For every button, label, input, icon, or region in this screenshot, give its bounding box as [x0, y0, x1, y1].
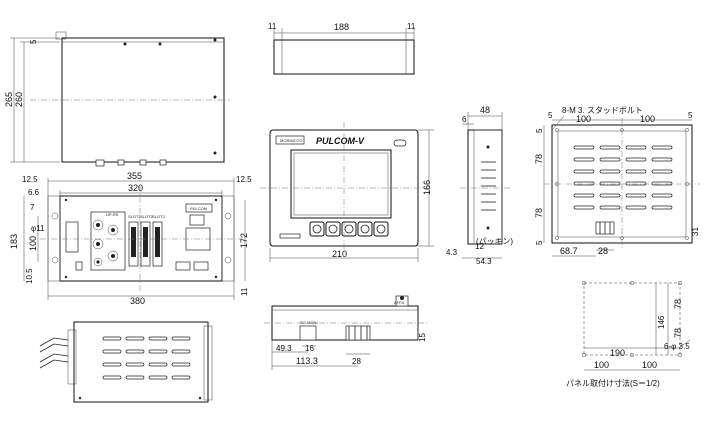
dim-front-100: 100: [28, 236, 38, 251]
dim-rear-31: 31: [691, 227, 700, 236]
dim-front-380: 380: [130, 296, 145, 306]
dim-front-183: 183: [9, 234, 19, 249]
panel-top-strip: 11 188 11: [268, 22, 416, 75]
dim-front-355: 355: [127, 171, 142, 181]
panel-cutout-view: 146 78 78 190 6-φ 3.5 100 100 パネル取付け寸法(S…: [566, 280, 690, 388]
dim-panel-210: 210: [332, 249, 347, 259]
dim-top-260: 260: [14, 92, 24, 107]
dim-rear-100-left: 100: [576, 114, 591, 124]
dim-side-6: 6: [462, 115, 467, 124]
rear-vent-slots: [573, 145, 673, 210]
stud-note: 8-M 3. スタッドボルト: [562, 106, 643, 115]
dim-top-5: 5: [29, 39, 38, 44]
dim-bottom-28: 28: [352, 357, 361, 366]
side-view: [39, 321, 213, 403]
dim-front-12-5-left: 12.5: [22, 175, 38, 184]
dim-side-12: 12: [475, 242, 484, 251]
label-slot3: SLOT3: [152, 214, 165, 219]
dim-side-48: 48: [480, 105, 490, 115]
label-up-rs: UP-RS: [106, 212, 119, 217]
label-slot1: SLOT1: [128, 214, 141, 219]
dim-cutout-190: 190: [610, 348, 625, 358]
dim-side-54-3: 54.3: [476, 257, 492, 266]
logo-morimoto: MORIMOTO: [280, 138, 302, 143]
dim-bottom-15: 15: [418, 333, 427, 342]
dim-rear-78-bottom: 78: [534, 208, 544, 218]
dim-strip-11-left: 11: [268, 22, 277, 31]
panel-front-view: MORIMOTO PULCOM-V 166 210: [260, 122, 434, 262]
panel-buttons: [309, 221, 389, 237]
label-pulcom: PULCOM: [190, 206, 207, 211]
dim-bottom-49-3: 49.3: [276, 344, 292, 353]
dim-front-6-6: 6.6: [28, 188, 40, 197]
dim-side-4-3: 4.3: [446, 248, 458, 257]
dim-front-320: 320: [128, 183, 143, 193]
dim-rear-100-right: 100: [640, 114, 655, 124]
dim-panel-166: 166: [422, 180, 432, 195]
dim-rear-78-top: 78: [534, 154, 544, 164]
dim-rear-68-7: 68.7: [560, 246, 578, 256]
dim-strip-11-right: 11: [407, 22, 416, 31]
dim-bottom-16: 16: [305, 344, 314, 353]
dim-rear-28: 28: [598, 246, 608, 256]
dim-front-7: 7: [30, 203, 35, 212]
brand-pulcom-v: PULCOM-V: [316, 136, 365, 146]
bottom-view: SG-MONI AFFA 49.3 16 15 113.3 28: [264, 295, 428, 370]
dim-rear-5-top-left: 5: [548, 111, 553, 120]
dim-cutout-100-left: 100: [594, 360, 609, 370]
dim-front-172: 172: [239, 233, 249, 248]
dim-front-12-5-right: 12.5: [236, 175, 252, 184]
front-view: UP-RS SLOT1 SLOT2 SLOT3 PULCOM 12.5 355 …: [9, 171, 252, 306]
dim-cutout-146: 146: [657, 315, 666, 329]
dim-cutout-78-bottom: 78: [673, 328, 683, 338]
dim-rear-5-left-top: 5: [535, 128, 544, 133]
dim-cutout-100-right: 100: [642, 360, 657, 370]
dim-front-hole: φ11: [31, 224, 45, 233]
dim-cutout-78-top: 78: [673, 299, 683, 309]
dim-front-11: 11: [240, 287, 249, 296]
cutout-title: パネル取付け寸法(S＝1/2): [566, 378, 660, 388]
label-slot2: SLOT2: [140, 214, 153, 219]
label-sg-moni: SG-MONI: [300, 320, 318, 325]
dim-strip-188: 188: [334, 22, 349, 32]
dim-cutout-holes: 6-φ 3.5: [664, 342, 690, 351]
label-affa: AFFA: [394, 300, 404, 305]
dim-rear-5-left-bottom: 5: [535, 240, 544, 245]
dim-bottom-113-3: 113.3: [296, 356, 318, 366]
dim-top-265: 265: [4, 92, 14, 107]
packing-label: (パッキン): [476, 237, 513, 246]
top-view: 5 265 260: [4, 31, 230, 167]
dim-rear-5-top-right: 5: [688, 111, 693, 120]
side-panel-view: 48 6 12 4.3 54.3 (パッキン): [446, 105, 513, 266]
rear-panel-view: 8-M 3. スタッドボルト 5 100 100 5 5 78 78 5 31 …: [534, 106, 700, 257]
dim-front-10-5: 10.5: [25, 268, 34, 284]
